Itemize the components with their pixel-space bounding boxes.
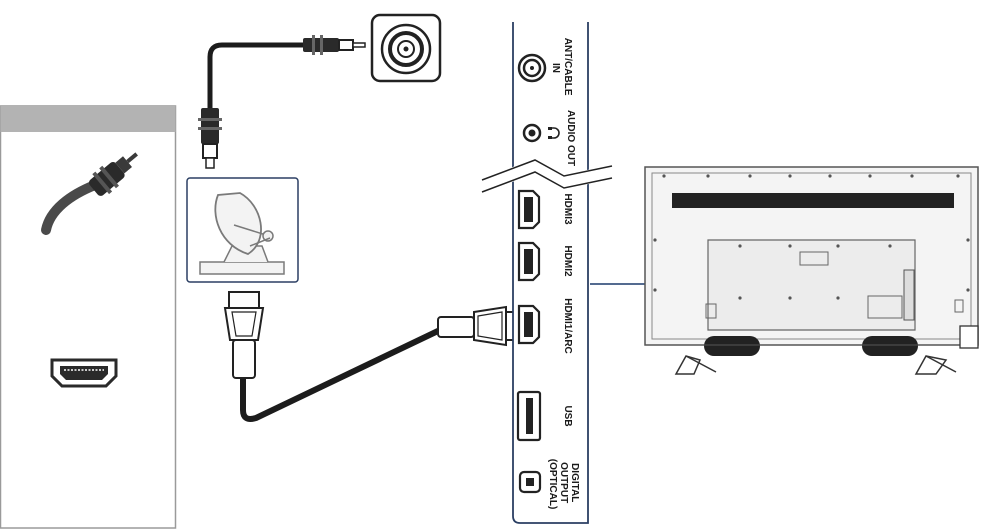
hdmi-cable <box>223 291 517 422</box>
digital-output-label: DIGITAL OUTPUT (OPTICAL) <box>547 459 580 510</box>
audio-out-port <box>522 123 542 143</box>
hdmi2-port <box>517 241 541 282</box>
usb-label: USB <box>562 405 573 426</box>
coax-plug-icon <box>303 35 366 55</box>
hdmi3-port <box>517 189 541 230</box>
coax-cable-legend-icon <box>41 152 138 235</box>
tv-connector-panel: ANT/CABLE IN AUDIO OUT HDMI3 HDMI2 <box>479 22 614 524</box>
coax-plug-icon <box>198 108 222 169</box>
hdmi1-arc-port <box>517 304 541 345</box>
headphone-icon <box>548 127 560 139</box>
optical-output-port <box>518 470 542 494</box>
tv-rear-view-icon <box>644 166 979 375</box>
coax-wall-jack-icon <box>370 13 442 83</box>
panel-break-mark <box>479 158 614 193</box>
tv-screw-holes <box>653 174 970 300</box>
hdmi3-label: HDMI3 <box>562 193 573 225</box>
coax-cable <box>198 35 366 169</box>
satellite-box-device <box>186 177 299 283</box>
satellite-dish-icon <box>199 192 285 275</box>
hdmi-plug-icon <box>437 305 517 347</box>
hdmi-plug-icon <box>223 291 265 379</box>
hdmi2-label: HDMI2 <box>562 245 573 277</box>
ant-cable-in-port <box>517 53 547 83</box>
usb-port <box>516 390 542 442</box>
cable-legend-sidebar <box>0 105 177 529</box>
ant-cable-label: ANT/CABLE IN <box>550 38 573 99</box>
audio-out-label: AUDIO OUT <box>565 110 576 166</box>
hdmi-cable-legend-icon <box>50 358 118 388</box>
hdmi1-arc-label: HDMI1/ARC <box>562 298 573 354</box>
